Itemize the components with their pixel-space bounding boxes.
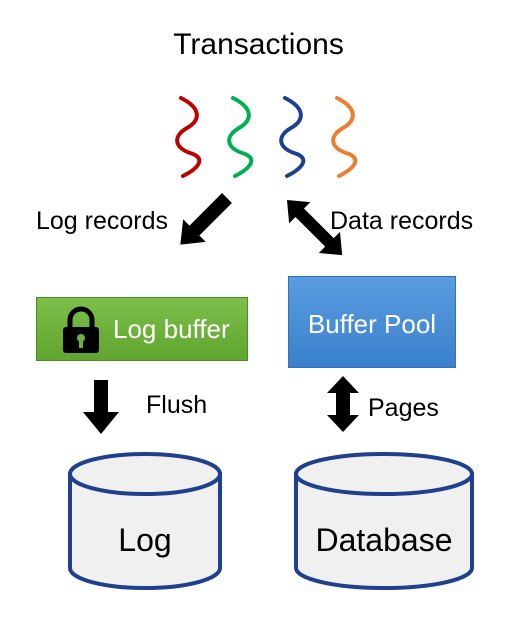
log-store-label: Log: [118, 522, 172, 558]
diagram-title: Transactions: [173, 28, 344, 61]
database-label: Database: [315, 522, 453, 558]
buffer-pool-box: Buffer Pool: [288, 276, 456, 368]
flush-arrow: [83, 380, 119, 434]
transaction-squiggle-4: [331, 96, 358, 178]
log-records-arrow: [180, 193, 232, 245]
transaction-squiggle-3: [279, 96, 306, 178]
log-buffer-label: Log buffer: [113, 314, 230, 344]
data-records-label: Data records: [330, 207, 474, 235]
transaction-squiggle-1: [175, 96, 202, 178]
log-cylinder: [68, 452, 222, 590]
data-records-arrow: [287, 200, 343, 256]
log-records-label: Log records: [36, 207, 169, 235]
pages-label: Pages: [368, 394, 439, 422]
database-cylinder: [294, 452, 474, 590]
pages-arrow: [327, 376, 359, 432]
buffer-pool-label: Buffer Pool: [307, 309, 437, 339]
lock-icon: [63, 306, 99, 353]
flush-label: Flush: [146, 391, 208, 419]
transaction-squiggle-2: [227, 96, 254, 178]
log-buffer-box: Log buffer: [36, 297, 248, 361]
